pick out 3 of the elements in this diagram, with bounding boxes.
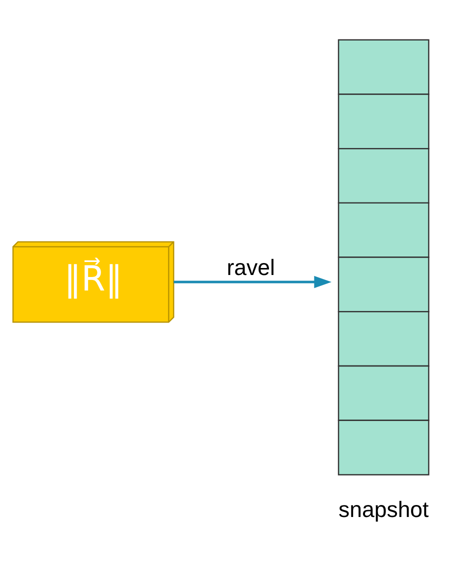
node-label: snapshot	[338, 497, 429, 522]
edge-label: ravel	[226, 255, 275, 280]
arrow	[174, 276, 332, 288]
